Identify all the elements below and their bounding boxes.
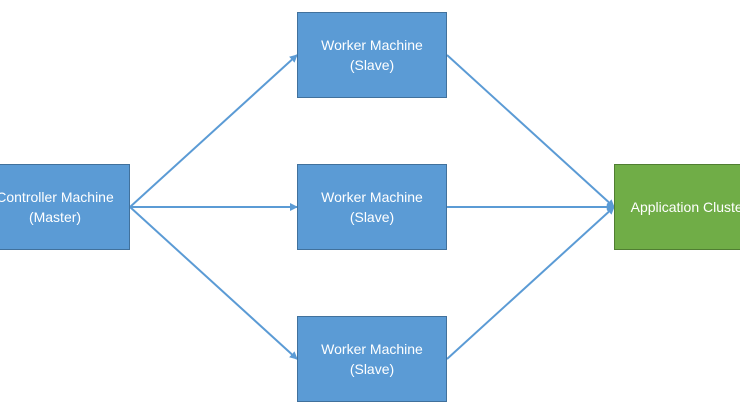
worker-machine-label: Worker Machine [321, 341, 423, 357]
arrow-worker-bottom-to-application-cluster [446, 206, 615, 360]
worker-machine-role: (Slave) [349, 209, 395, 225]
worker-machine-node-middle: Worker Machine (Slave) [297, 164, 447, 250]
arrow-worker-top-to-application-cluster [446, 54, 615, 208]
worker-machine-role: (Slave) [349, 57, 395, 73]
worker-machine-node-top: Worker Machine (Slave) [297, 12, 447, 98]
arrow-controller-to-worker-top [129, 54, 298, 208]
worker-machine-role: (Slave) [349, 361, 395, 377]
worker-machine-label: Worker Machine [321, 37, 423, 53]
worker-machine-label: Worker Machine [321, 189, 423, 205]
worker-machine-node-bottom: Worker Machine (Slave) [297, 316, 447, 402]
controller-machine-node: Controller Machine (Master) [0, 164, 130, 250]
controller-machine-role: (Master) [28, 209, 82, 225]
arrow-controller-to-worker-bottom [129, 206, 298, 360]
application-cluster-label: Application Cluster [630, 199, 740, 215]
controller-machine-label: Controller Machine [0, 189, 114, 205]
application-cluster-node: Application Cluster [614, 164, 740, 250]
